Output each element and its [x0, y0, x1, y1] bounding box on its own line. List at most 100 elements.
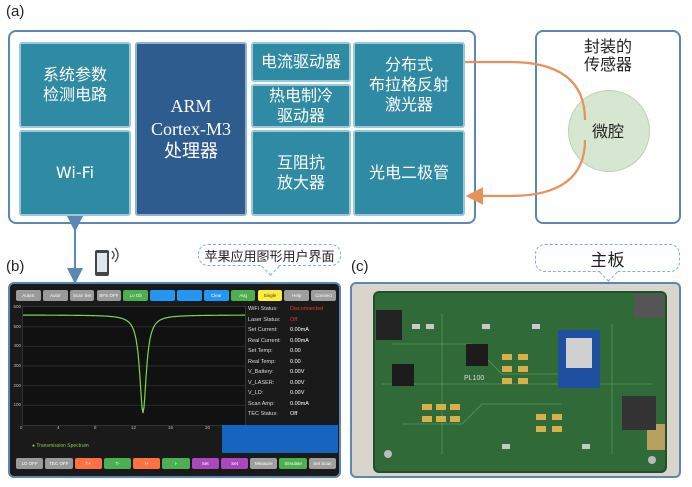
- plot-legend: ● Transmission Spectrum: [32, 443, 89, 449]
- panel-b-label: (b): [6, 258, 25, 275]
- panel-a-label: (a): [6, 3, 25, 20]
- status-label: WiFi Status:: [248, 306, 278, 312]
- status-label: V_LASER:: [248, 379, 275, 386]
- status-value: Disconnected: [290, 306, 324, 312]
- status-value: 0.00: [290, 358, 301, 365]
- bottom-bar-button-2[interactable]: T+: [74, 458, 102, 469]
- mainboard-photo: PL100: [350, 282, 681, 478]
- power-jack: [376, 310, 402, 340]
- status-value: 0.00V: [290, 379, 305, 386]
- usb-connector: [634, 294, 664, 318]
- status-label: Scan Amp:: [248, 400, 275, 407]
- status-label: V_LD:: [248, 390, 264, 396]
- top-bar-button-11[interactable]: Connect: [311, 290, 336, 301]
- status-row: Scan Amp: 0.00mA: [248, 401, 338, 411]
- bottom-bar-button-7[interactable]: Set: [220, 458, 249, 469]
- top-bar-button-6[interactable]: [177, 290, 202, 301]
- top-bar-button-10[interactable]: Help: [284, 290, 310, 301]
- top-bar-button-0[interactable]: AutoS: [16, 290, 41, 301]
- tec-driver: 热电制冷 驱动器: [251, 84, 351, 128]
- status-value: Off: [290, 411, 298, 417]
- spectrum-plot: [22, 306, 246, 426]
- x-tick-label: 16: [168, 425, 174, 430]
- status-label: V_Battery:: [248, 369, 274, 375]
- bottom-bar-button-4[interactable]: I+: [133, 458, 161, 469]
- bottom-bar-button-10[interactable]: Set Scan: [308, 458, 336, 469]
- bottom-bar-button-5[interactable]: I-: [162, 458, 190, 469]
- top-bar-button-5[interactable]: [150, 290, 175, 301]
- top-bar-button-7[interactable]: Clear: [203, 290, 229, 301]
- top-bar-button-2[interactable]: Scan Set: [69, 290, 95, 301]
- plot-y-ticks: 600 500 400 300 200 100: [10, 304, 22, 424]
- x-tick-label: 0: [20, 425, 23, 430]
- status-value: 0.00mA: [290, 400, 309, 407]
- status-value: 0.00V: [290, 390, 305, 396]
- bottom-bar-button-6[interactable]: Set: [191, 458, 219, 469]
- status-value: Off: [290, 316, 298, 323]
- y-tick-label: 300: [13, 363, 21, 368]
- y-tick-label: 200: [13, 382, 21, 388]
- status-row: V_Battery: 0.00V: [248, 369, 338, 379]
- chip-label: PL100: [464, 375, 484, 382]
- status-label: TEC Status:: [248, 411, 278, 417]
- legend-marker-icon: ●: [32, 443, 36, 449]
- status-readout-box: [222, 425, 338, 453]
- cavity-to-photodiode-arrow: [465, 139, 587, 205]
- status-row: Set Current: 0.00mA: [248, 327, 338, 337]
- mainboard-callout: 主板: [535, 244, 680, 272]
- status-label: Real Current:: [248, 337, 281, 344]
- dbr-laser: 分布式 布拉格反射 激光器: [353, 42, 465, 128]
- microcavity-label: 微腔: [591, 122, 624, 141]
- status-row: WiFi Status: Disconnected: [248, 306, 338, 316]
- app-gui-callout: 苹果应用图形用户界面: [198, 244, 341, 266]
- y-tick-label: 400: [13, 343, 21, 349]
- status-label: Laser Status:: [248, 316, 281, 323]
- system-parameter-circuit: 系统参数 检测电路: [19, 42, 131, 128]
- x-tick-label: 12: [131, 425, 137, 430]
- top-bar-button-8[interactable]: Avg: [230, 290, 256, 301]
- laser-to-cavity-arrow: [465, 60, 587, 121]
- x-tick-label: 8: [94, 425, 97, 430]
- status-row: Real Temp: 0.00: [248, 359, 338, 369]
- bottom-bar-button-9[interactable]: Simulate: [279, 458, 307, 469]
- status-row: Set Temp: 0.00: [248, 348, 338, 358]
- status-label: Real Temp:: [248, 358, 276, 365]
- sensor-title: 封装的 传感器: [583, 37, 632, 75]
- sma-connector: [647, 424, 665, 450]
- smartphone-icon: [94, 245, 119, 276]
- top-bar-button-4[interactable]: Lo Gb: [123, 290, 149, 301]
- y-tick-label: 600: [13, 304, 21, 309]
- bottom-bar-button-0[interactable]: LD OFF: [16, 458, 44, 469]
- legend-label: Transmission Spectrum: [36, 443, 89, 449]
- y-tick-label: 500: [13, 323, 21, 329]
- arm-processor: ARM Cortex-M3 处理器: [135, 42, 247, 216]
- bottom-bar-button-3[interactable]: T-: [103, 458, 132, 469]
- panel-c-label: (c): [351, 258, 369, 275]
- top-bar-button-1[interactable]: AutoI: [42, 290, 68, 301]
- plot-x-ticks: 04812162024: [20, 425, 247, 433]
- transmission-spectrum-line: [23, 314, 245, 414]
- status-row: Laser Status: Off: [248, 317, 338, 327]
- processor-chip: [622, 396, 656, 430]
- status-value: 0.00mA: [290, 337, 309, 344]
- status-label: Set Current:: [248, 327, 278, 333]
- bottom-bar-button-1[interactable]: TEC OFF: [45, 458, 73, 469]
- top-bar-button-9[interactable]: Single: [257, 290, 283, 301]
- status-value: 0.00: [290, 348, 301, 354]
- transimpedance-amplifier: 互阻抗 放大器: [251, 130, 351, 216]
- status-label: Set Temp:: [248, 348, 273, 354]
- x-tick-label: 4: [57, 425, 60, 430]
- bottom-bar-button-8[interactable]: Measure: [250, 458, 278, 469]
- status-row: Real Current: 0.00mA: [248, 338, 338, 348]
- status-value: 0.00V: [290, 369, 305, 375]
- status-row: V_LASER: 0.00V: [248, 380, 338, 390]
- status-row: V_LD: 0.00V: [248, 390, 338, 400]
- x-tick-label: 20: [205, 425, 211, 430]
- y-tick-label: 100: [13, 402, 21, 408]
- top-bar-button-3[interactable]: BFS OFF: [96, 290, 122, 301]
- status-value: 0.00mA: [290, 327, 309, 333]
